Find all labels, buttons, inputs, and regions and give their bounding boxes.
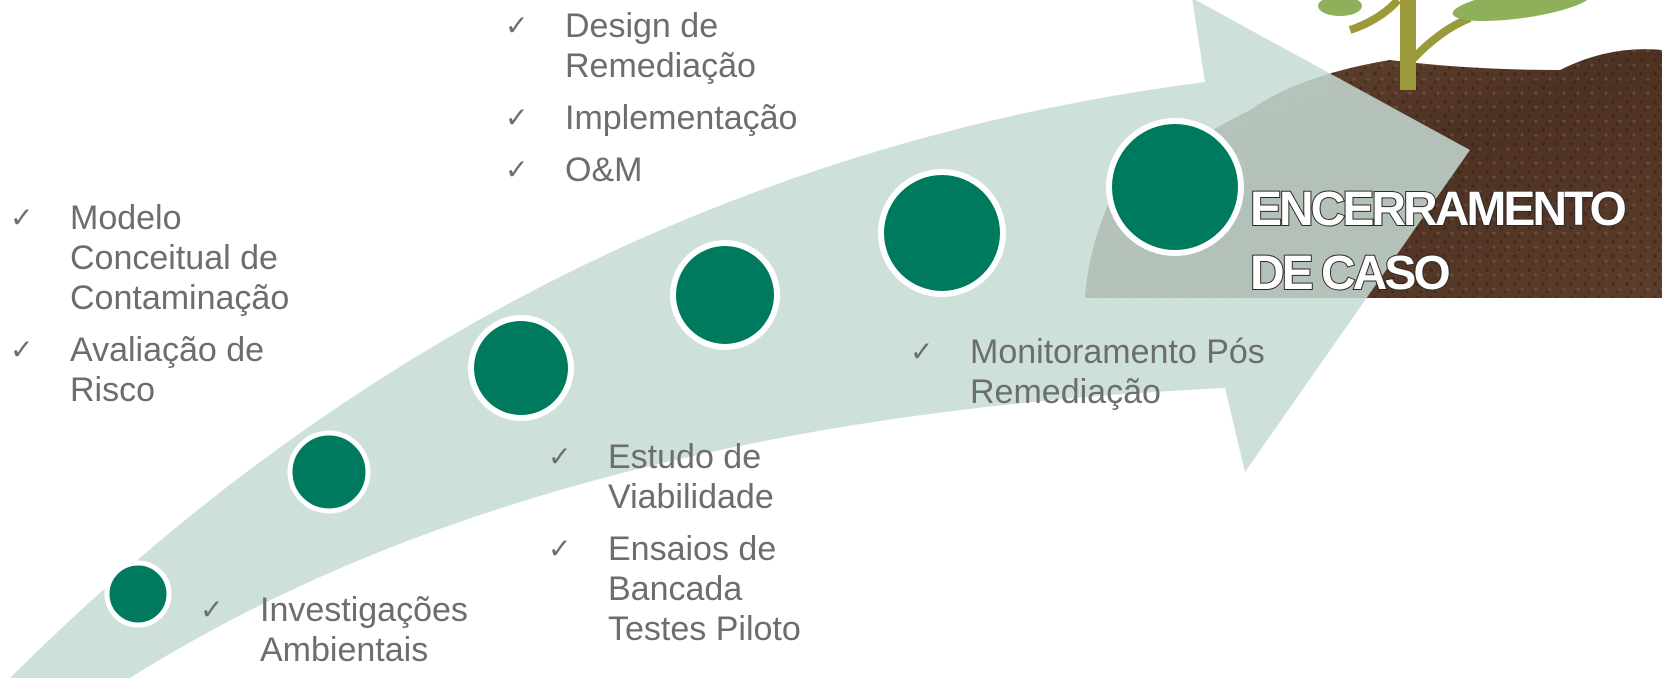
- step-4-item: ✓ O&M: [505, 150, 845, 190]
- closing-label: ENCERRAMENTO DE CASO: [1249, 182, 1628, 301]
- step-2-list: ✓ Modelo Conceitual de Contaminação ✓ Aval…: [10, 198, 340, 422]
- step-node-6: [1106, 118, 1244, 256]
- step-1-item-text: Investigações Ambientais: [260, 591, 468, 669]
- check-icon: ✓: [10, 202, 34, 233]
- step-4-item-text: O&M: [565, 151, 643, 189]
- step-2-item: ✓ Avaliação de Risco: [10, 330, 340, 410]
- step-node-3: [468, 315, 574, 421]
- step-1-list: ✓ Investigações Ambientais: [200, 590, 530, 682]
- check-icon: ✓: [200, 594, 224, 625]
- step-5-item: ✓ Monitoramento Pós Remediação: [910, 332, 1290, 412]
- step-1-item: ✓ Investigações Ambientais: [200, 590, 530, 670]
- check-icon: ✓: [505, 102, 529, 133]
- step-3-item-text: Estudo de Viabilidade: [608, 438, 774, 516]
- check-icon: ✓: [505, 154, 529, 185]
- step-2-item-text: Modelo Conceitual de Contaminação: [70, 199, 290, 317]
- step-4-item-text: Design de Remediação: [565, 7, 756, 85]
- step-node-5: [878, 169, 1006, 297]
- step-3-list: ✓ Estudo de Viabilidade ✓ Ensaios de Banca…: [548, 437, 838, 661]
- step-node-2: [287, 430, 371, 514]
- step-node-4: [670, 240, 780, 350]
- step-3-item-text: Ensaios de Bancada Testes Piloto: [608, 530, 801, 648]
- step-4-item-text: Implementação: [565, 99, 798, 137]
- step-4-item: ✓ Implementação: [505, 98, 845, 138]
- step-2-item: ✓ Modelo Conceitual de Contaminação: [10, 198, 340, 318]
- step-3-item: ✓ Ensaios de Bancada Testes Piloto: [548, 529, 838, 649]
- step-node-1: [104, 560, 172, 628]
- step-2-item-text: Avaliação de Risco: [70, 331, 265, 409]
- check-icon: ✓: [910, 336, 934, 367]
- step-4-item: ✓ Design de Remediação: [505, 6, 845, 86]
- check-icon: ✓: [10, 334, 34, 365]
- step-3-item: ✓ Estudo de Viabilidade: [548, 437, 838, 517]
- check-icon: ✓: [505, 10, 529, 41]
- step-4-list: ✓ Design de Remediação ✓ Implementação ✓ O&…: [505, 6, 845, 202]
- check-icon: ✓: [548, 533, 572, 564]
- step-5-list: ✓ Monitoramento Pós Remediação: [910, 332, 1290, 424]
- step-5-item-text: Monitoramento Pós Remediação: [970, 333, 1265, 411]
- check-icon: ✓: [548, 441, 572, 472]
